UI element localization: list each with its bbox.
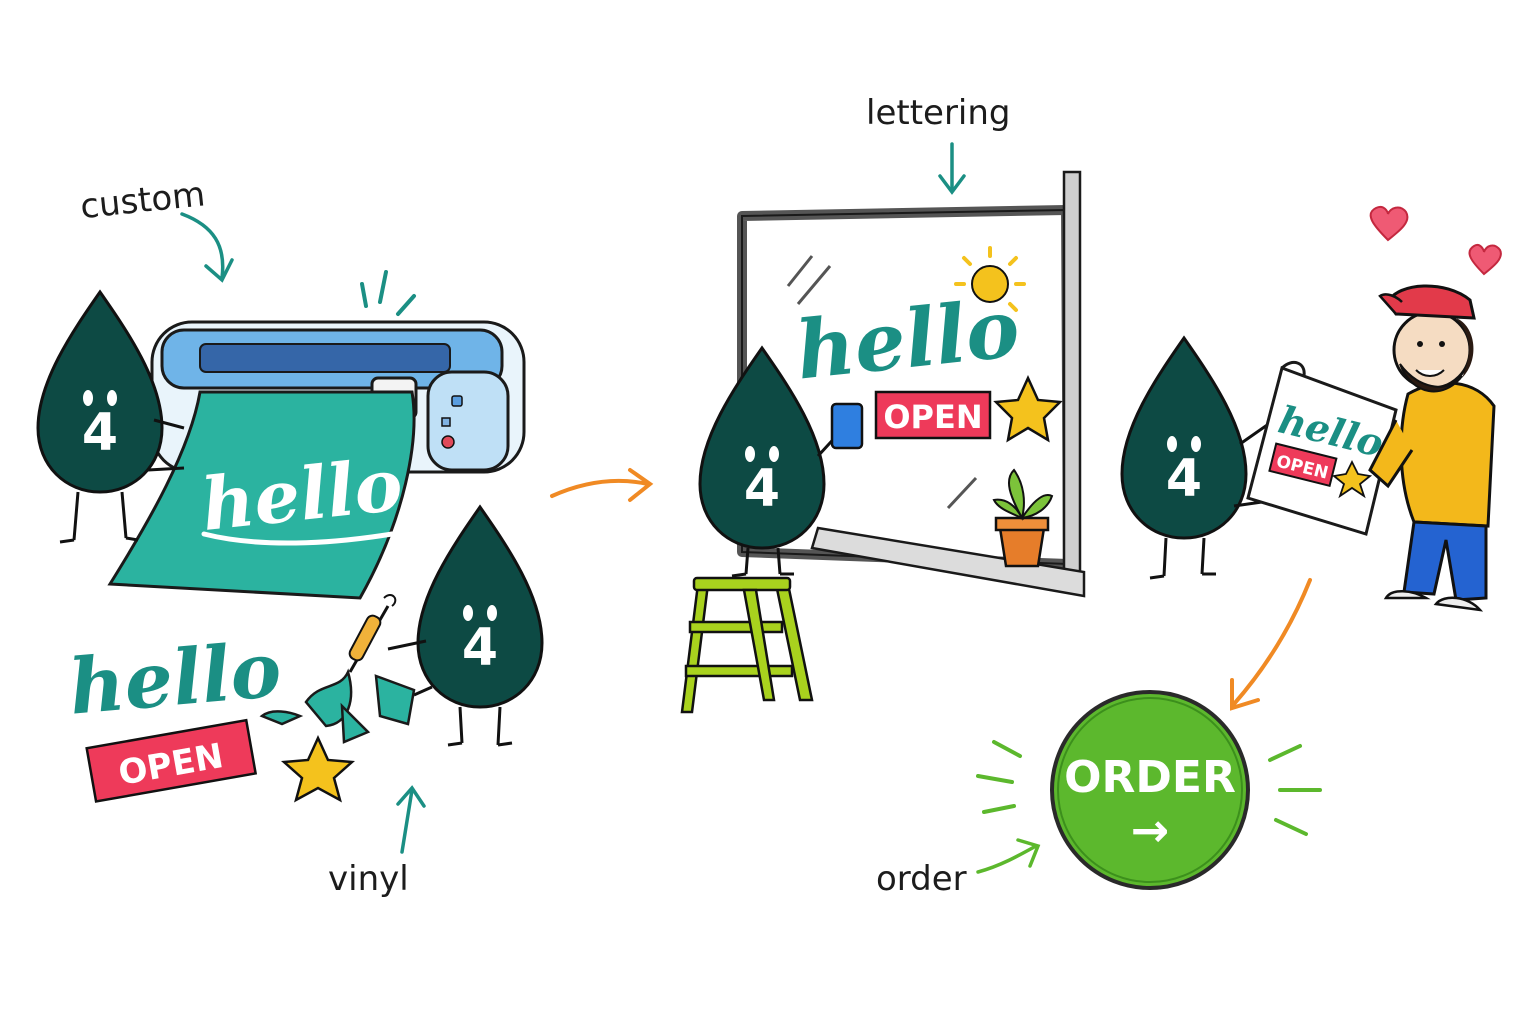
label-lettering: lettering	[866, 93, 1011, 195]
motion-lines	[360, 270, 416, 316]
potted-plant-icon	[992, 468, 1054, 568]
finished-decals: hello OPEN	[66, 625, 356, 803]
heart-icon	[1369, 205, 1409, 242]
flow-arrow-down	[1230, 578, 1312, 711]
star-icon	[1331, 459, 1373, 499]
heart-icon	[1468, 243, 1502, 276]
svg-text:order: order	[876, 859, 967, 899]
mascot-applying-decal: 4	[698, 346, 842, 578]
mascot-handing-decal: 4	[1120, 336, 1281, 580]
weeding-hook-tool	[348, 594, 397, 673]
star-icon	[280, 734, 356, 803]
sun-icon	[954, 246, 1026, 312]
svg-text:lettering: lettering	[866, 93, 1011, 133]
button-burst-lines	[976, 740, 1322, 836]
mascot-number: 4	[82, 403, 118, 463]
label-custom: custom	[78, 174, 234, 283]
decal-sheet-presented: hello OPEN	[1246, 360, 1398, 536]
svg-text:custom: custom	[78, 174, 207, 227]
mascot-left-holding-sheet: 4	[36, 290, 185, 544]
happy-customer	[1368, 284, 1496, 612]
order-button[interactable]: ORDER →	[1050, 690, 1250, 890]
star-icon	[993, 374, 1063, 443]
window-open-sign-text: OPEN	[883, 398, 982, 436]
svg-text:vinyl: vinyl	[328, 859, 409, 899]
mascot-number: 4	[1166, 449, 1202, 509]
mascot-number: 4	[462, 618, 498, 678]
label-vinyl: vinyl	[328, 785, 426, 899]
decal-word-on-sheet: hello	[198, 441, 407, 547]
vinyl-sheet: hello	[107, 390, 416, 600]
vinyl-scraps	[259, 668, 416, 744]
mascot-weeding: 4	[387, 505, 544, 747]
squeegee-icon	[830, 402, 864, 450]
label-order: order	[876, 838, 1041, 899]
mascot-number: 4	[744, 459, 780, 519]
order-button-label: ORDER	[1064, 752, 1236, 803]
flow-arrow-right	[550, 468, 654, 502]
step-ladder	[680, 576, 814, 714]
decal-word-finished: hello	[66, 625, 285, 732]
right-arrow-icon: →	[1131, 803, 1170, 857]
